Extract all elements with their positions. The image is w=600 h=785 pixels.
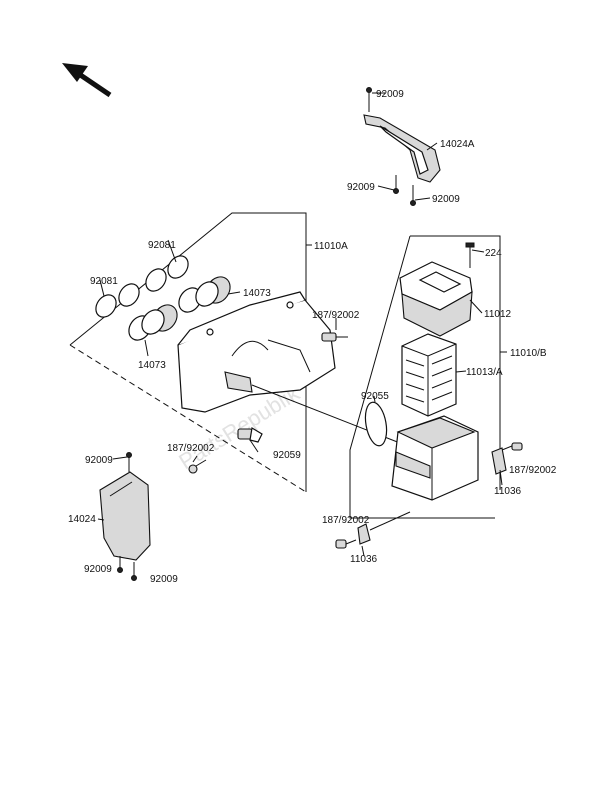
air-box-housing — [177, 291, 336, 413]
label-92009-left-bottom-1: 92009 — [84, 564, 112, 575]
filter-cover-11012 — [399, 261, 473, 337]
label-187-b: 187/92002 — [167, 443, 215, 454]
label-224: 224 — [485, 248, 502, 259]
ducts-14073 — [128, 276, 231, 341]
gasket-92055 — [364, 401, 388, 447]
screw-187-a — [321, 332, 348, 342]
fitting-92059 — [237, 427, 263, 443]
label-187-a: 187/92002 — [312, 310, 360, 321]
label-92009-mid-right: 92009 — [432, 194, 460, 205]
o-rings-92081 — [95, 255, 189, 318]
bracket-11036-a — [491, 447, 507, 475]
label-92009-left-top: 92009 — [85, 455, 113, 466]
label-92009-mid-left: 92009 — [347, 182, 375, 193]
label-187-c: 187/92002 — [509, 465, 557, 476]
label-92009-top: 92009 — [376, 89, 404, 100]
label-11012: 11012 — [484, 309, 512, 320]
label-187-d: 187/92002 — [322, 515, 370, 526]
label-92009-left-bottom-2: 92009 — [150, 574, 178, 585]
label-92081-b: 92081 — [90, 276, 118, 287]
label-11036-b: 11036 — [350, 554, 378, 565]
label-92055: 92055 — [361, 391, 389, 402]
lower-air-box — [391, 415, 479, 501]
label-11036-a: 11036 — [494, 486, 522, 497]
label-14024: 14024 — [68, 514, 96, 525]
label-92059: 92059 — [273, 450, 301, 461]
label-11010b: 11010/B — [510, 348, 547, 359]
label-14073-a: 14073 — [243, 288, 271, 299]
bracket-11036-b — [357, 523, 371, 545]
screw-224 — [465, 242, 475, 268]
filter-element-11013a — [401, 333, 457, 417]
part-labels: 92009 14024A 92009 92009 92081 92081 110… — [68, 89, 557, 585]
bracket-14024a — [363, 87, 441, 206]
side-cover-14024 — [99, 452, 151, 581]
label-11010a: 11010A — [314, 241, 348, 252]
screw-187-c — [501, 442, 523, 451]
direction-arrow-icon — [62, 63, 112, 98]
label-14024a: 14024A — [440, 139, 475, 150]
screw-187-d — [335, 539, 357, 549]
label-92081-a: 92081 — [148, 240, 176, 251]
leader-lines — [97, 92, 503, 557]
screw-187-b — [188, 459, 207, 474]
label-11013a: 11013/A — [466, 367, 503, 378]
label-14073-b: 14073 — [138, 360, 166, 371]
